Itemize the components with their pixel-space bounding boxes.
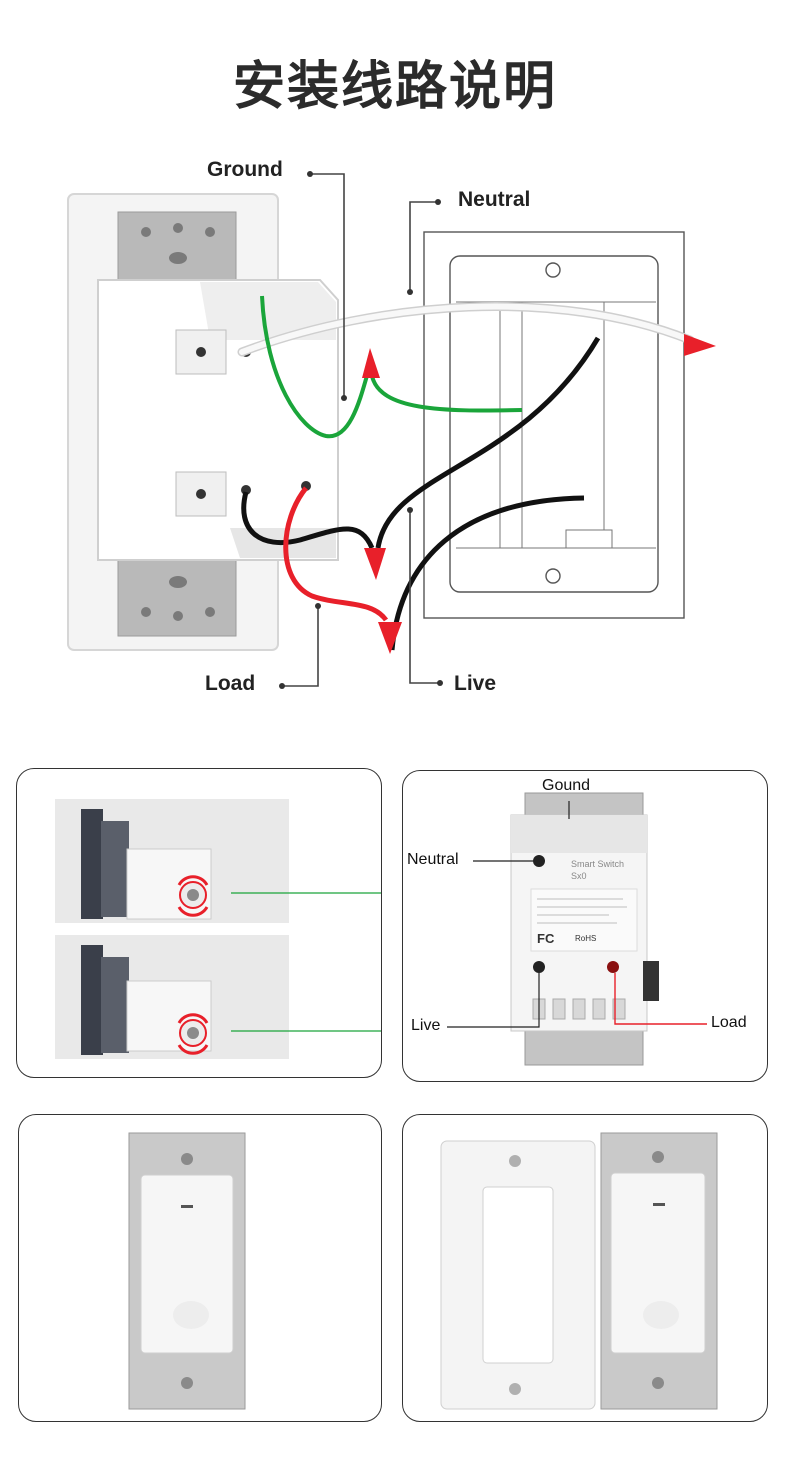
live-connector-upper [364, 548, 386, 580]
live-wire-out [389, 495, 585, 651]
screw-terminal-illustration [55, 799, 381, 1059]
device-name-text: Smart Switch [571, 859, 625, 869]
device-terminals-panel: Gound Neutral Live Load Smart Switch Sx0… [402, 770, 768, 1082]
load-leader [282, 606, 319, 687]
switch-front-panel [18, 1114, 382, 1422]
device-model-text: Sx0 [571, 871, 587, 881]
live-leader-2 [447, 973, 540, 1028]
switch-body [97, 279, 339, 561]
cover-plate-illustration [440, 1132, 718, 1410]
device-back-illustration [447, 792, 707, 1066]
neutral-leader [409, 201, 438, 292]
ground-label: Ground [207, 158, 283, 181]
rohs-mark: RoHS [575, 934, 597, 943]
ground-leader [310, 173, 345, 398]
ground-wire [260, 295, 370, 439]
bottom-metal-strap [117, 559, 237, 637]
switch-rocker [140, 1174, 234, 1354]
fc-mark: FC [537, 931, 555, 946]
neutral-label-2: Neutral [407, 851, 459, 868]
load-label-2: Load [711, 1014, 747, 1031]
page-title: 安装线路说明 [232, 57, 557, 117]
switch-front-illustration [128, 1132, 246, 1410]
gound-label-2: Gound [542, 777, 591, 794]
wall-box-outer [423, 231, 685, 619]
load-wire [283, 486, 389, 622]
load-label: Load [205, 672, 256, 695]
load-leader-2 [614, 973, 707, 1025]
load-connector [378, 622, 402, 654]
live-label: Live [454, 672, 497, 695]
live-wire-box [375, 336, 601, 549]
screw-terminal-panel [16, 768, 382, 1078]
wall-box-inner [449, 255, 659, 593]
ground-connector [362, 348, 380, 378]
cover-plate-panel [402, 1114, 768, 1422]
neutral-connector [684, 334, 716, 356]
wiring-diagram [67, 171, 716, 689]
neutral-label: Neutral [458, 188, 531, 211]
live-leader [409, 510, 440, 684]
live-label-2: Live [411, 1017, 441, 1034]
live-wire-device [241, 491, 375, 550]
ground-wire-box [370, 375, 523, 413]
